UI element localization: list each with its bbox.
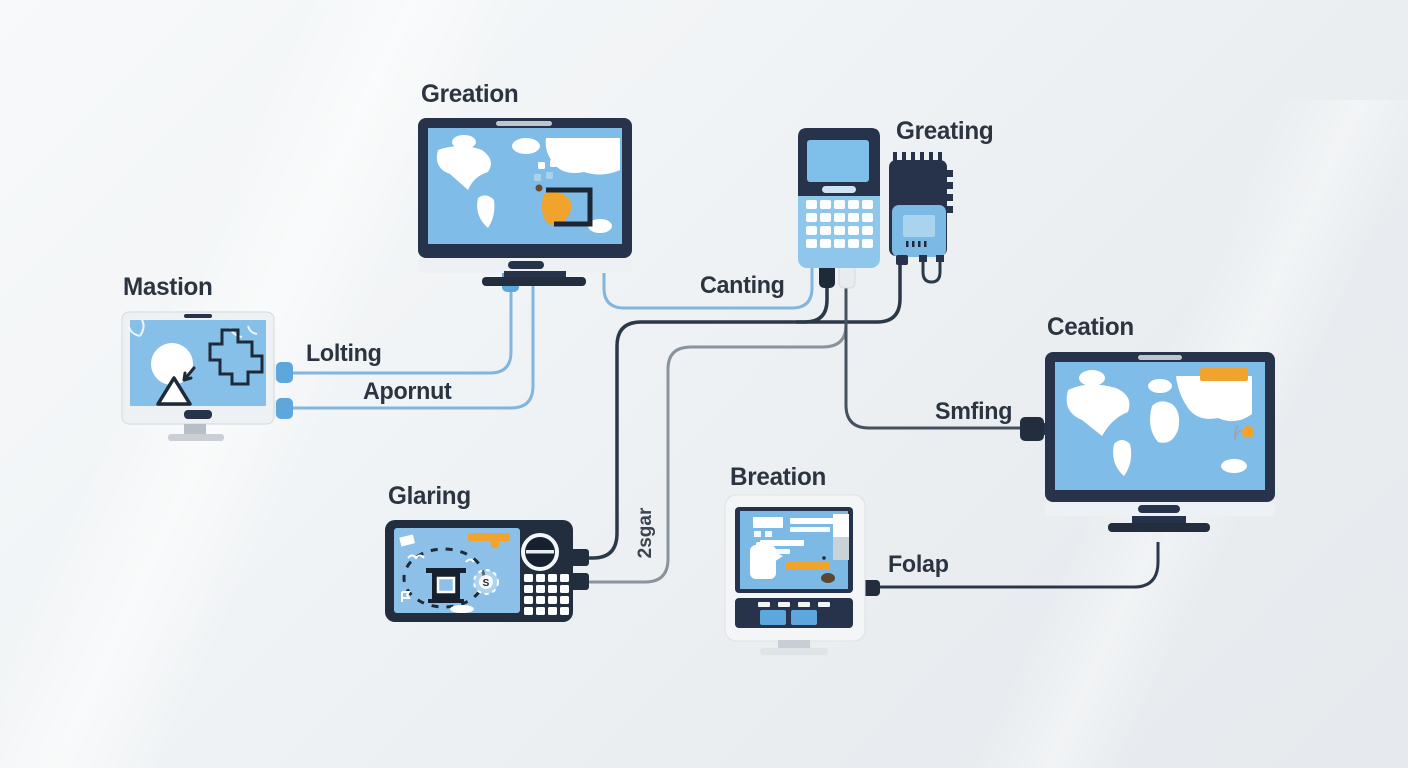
chip-teeth (945, 170, 953, 213)
payment-terminal-device (795, 124, 885, 274)
chin-slot (508, 261, 544, 269)
chip-pins (893, 152, 942, 162)
screen-banner (1200, 368, 1248, 381)
chin-slot (1138, 505, 1180, 513)
label-greating: Greating (896, 117, 994, 145)
panel-bars (758, 602, 830, 607)
canting-cable (602, 260, 814, 310)
right-monitor-device (1040, 348, 1280, 538)
highlighted-region (541, 191, 572, 225)
s-badge: S (483, 578, 490, 589)
mastion-plug-bottom (276, 398, 293, 419)
pixel-shape-icon (208, 328, 264, 386)
bezel-notch (184, 314, 212, 318)
monument-icon (426, 568, 466, 603)
module-to-glaring-cable (588, 260, 902, 560)
terminal-screen (807, 140, 869, 182)
bird-icons (407, 554, 475, 563)
loop-cable (921, 259, 942, 284)
bezel-notch (496, 121, 552, 126)
module-device (884, 148, 960, 288)
label-vertical-cable: 2sgar (635, 507, 656, 559)
left-monitor-device (118, 308, 298, 446)
terminal-branch-cable (795, 284, 829, 324)
label-ceation: Ceation (1047, 313, 1134, 341)
top-monitor-device (416, 114, 636, 286)
loop-port (936, 255, 944, 262)
lolting-cable (289, 290, 513, 375)
chin-slot (184, 410, 212, 419)
glaring-port-bottom (570, 573, 589, 590)
label-apornut: Apornut (363, 378, 452, 405)
ceation-stand-nub (1152, 530, 1164, 542)
label-greation: Greation (421, 80, 519, 108)
circle-icon (151, 343, 193, 385)
monitor-stand (184, 424, 206, 436)
kiosk-stand (778, 640, 810, 650)
label-smfing: Smfing (935, 398, 1013, 425)
apornut-cable (289, 279, 535, 410)
panel-key-left (760, 610, 786, 625)
map-marker-icon (535, 184, 543, 192)
kiosk-device (720, 490, 870, 658)
monitor-base (168, 434, 224, 441)
smfing-plug (1020, 417, 1044, 441)
smfing-cable (844, 284, 1024, 430)
label-mastion: Mastion (123, 273, 213, 301)
module-tick-marks (906, 241, 927, 247)
map-scribble (1234, 425, 1242, 441)
terminal-keypad (806, 200, 873, 248)
module-port-left (896, 255, 908, 265)
world-map (1066, 370, 1252, 476)
screen-banner (468, 533, 510, 541)
label-canting: Canting (700, 272, 785, 299)
badge-circle (479, 575, 493, 589)
landmark-icons (399, 534, 474, 613)
dark-blob-icon (821, 573, 835, 583)
selection-bracket (546, 187, 593, 227)
monitor-screen (130, 320, 266, 406)
label-glaring: Glaring (388, 482, 471, 510)
world-map (436, 135, 620, 233)
arrow-icon (182, 366, 196, 382)
triangle-icon (156, 376, 192, 406)
glaring-return-cable (588, 312, 848, 584)
monitor-base (482, 277, 586, 286)
terminal-slot (822, 186, 856, 193)
label-breation: Breation (730, 463, 827, 491)
folap-cable (877, 539, 1160, 589)
label-lolting: Lolting (306, 340, 382, 367)
panel-key-right (791, 610, 817, 625)
nav-unit-device: S (382, 516, 592, 628)
branch-doodles (128, 319, 258, 338)
orange-dot-icon (490, 539, 500, 549)
screen-pixels (534, 158, 581, 181)
progress-bar (786, 562, 830, 570)
mastion-plug-top (276, 362, 293, 383)
monitor-stand (1132, 516, 1186, 525)
loop-port (919, 255, 927, 262)
module-screen (903, 215, 935, 237)
monitor-stand (504, 271, 566, 279)
kettle-icon (750, 545, 776, 579)
glaring-port-top (570, 549, 589, 566)
dial-slot (526, 550, 554, 554)
unit-keypad (524, 574, 569, 615)
kiosk-screen-ui (750, 514, 849, 583)
kiosk-base (760, 648, 828, 655)
bezel-notch (1138, 355, 1182, 360)
monitor-base (1108, 523, 1210, 532)
map-marker-icon (1242, 426, 1254, 438)
label-folap: Folap (888, 551, 949, 578)
